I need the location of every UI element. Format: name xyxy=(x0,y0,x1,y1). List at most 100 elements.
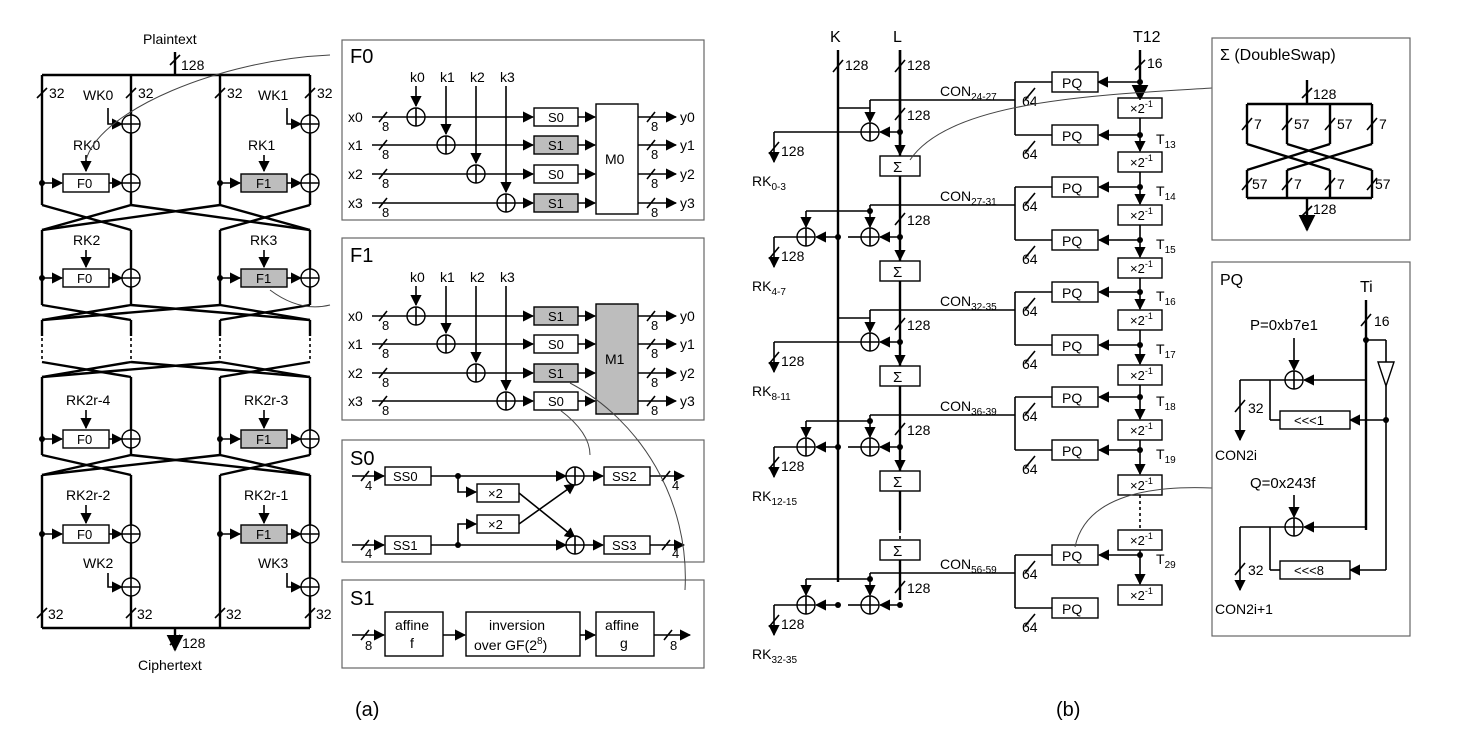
svg-text:8: 8 xyxy=(651,403,658,418)
svg-text:64: 64 xyxy=(1022,408,1038,424)
doubleswap-box xyxy=(879,470,921,492)
svg-text:128: 128 xyxy=(781,353,805,369)
doubleswap-panel: Σ (DoubleSwap) 128 7 57 57 7 57 7 7 57 1… xyxy=(1211,37,1411,241)
rk2r1-label: RK2r-1 xyxy=(244,487,289,503)
svg-text:128: 128 xyxy=(907,212,931,228)
svg-text:F0: F0 xyxy=(77,176,92,191)
svg-text:8: 8 xyxy=(382,403,389,418)
svg-text:k0: k0 xyxy=(410,269,425,285)
svg-text:Σ: Σ xyxy=(893,474,902,491)
con2i-label: CON2i xyxy=(1215,447,1257,463)
svg-text:F0: F0 xyxy=(77,432,92,447)
wk3-label: WK3 xyxy=(258,555,289,571)
svg-text:×2: ×2 xyxy=(488,486,503,501)
svg-text:Σ: Σ xyxy=(893,369,902,386)
svg-text:F1: F1 xyxy=(256,176,271,191)
svg-text:128: 128 xyxy=(781,143,805,159)
svg-text:×2-1: ×2-1 xyxy=(1130,366,1153,383)
con-label: CON36-39 xyxy=(940,398,997,418)
ciphertext-width: 128 xyxy=(182,635,206,651)
svg-text:57: 57 xyxy=(1252,176,1268,192)
svg-text:S0: S0 xyxy=(548,337,564,352)
t12-label: T12 xyxy=(1133,29,1161,46)
svg-text:x0: x0 xyxy=(348,109,363,125)
svg-text:16: 16 xyxy=(1147,55,1163,71)
svg-text:×2-1: ×2-1 xyxy=(1130,586,1153,603)
key-schedule-stages: 128CON24-27128RK0-3Σ128CON27-31128RK4-7Σ… xyxy=(752,50,1213,666)
svg-text:32: 32 xyxy=(48,606,64,622)
t-label: T18 xyxy=(1156,393,1176,413)
t-label: T17 xyxy=(1156,341,1176,361)
svg-text:y2: y2 xyxy=(680,166,695,182)
svg-text:x1: x1 xyxy=(348,137,363,153)
rot1-label: <<<1 xyxy=(1294,413,1324,428)
svg-text:8: 8 xyxy=(651,375,658,390)
f0-callout-curve xyxy=(85,54,331,161)
svg-text:k1: k1 xyxy=(440,269,455,285)
svg-text:128: 128 xyxy=(907,422,931,438)
m0-box xyxy=(595,103,639,215)
svg-text:x1: x1 xyxy=(348,336,363,352)
svg-text:Σ: Σ xyxy=(893,543,902,560)
svg-text:y3: y3 xyxy=(680,195,695,211)
s1-title: S1 xyxy=(350,588,374,610)
svg-text:8: 8 xyxy=(651,318,658,333)
svg-text:7: 7 xyxy=(1379,116,1387,132)
svg-text:x2: x2 xyxy=(348,365,363,381)
rk-output-label: RK4-7 xyxy=(752,278,786,298)
svg-text:128: 128 xyxy=(781,458,805,474)
pq-panel: PQ Ti 16 P=0xb7e1 32 CON2i <<<1 Q=0x243f… xyxy=(1211,261,1411,637)
p-constant: P=0xb7e1 xyxy=(1250,317,1318,334)
svg-text:64: 64 xyxy=(1022,356,1038,372)
svg-text:k1: k1 xyxy=(440,69,455,85)
svg-text:×2: ×2 xyxy=(488,517,503,532)
svg-text:8: 8 xyxy=(651,205,658,220)
svg-text:PQ: PQ xyxy=(1062,180,1082,196)
svg-text:8: 8 xyxy=(382,205,389,220)
svg-text:F0: F0 xyxy=(77,527,92,542)
k-input-label: K xyxy=(830,29,841,46)
svg-text:8: 8 xyxy=(651,176,658,191)
svg-text:128: 128 xyxy=(907,317,931,333)
svg-text:y3: y3 xyxy=(680,393,695,409)
svg-text:M1: M1 xyxy=(605,351,625,367)
svg-text:128: 128 xyxy=(907,57,931,73)
f1-title: F1 xyxy=(350,245,373,267)
rk2r4-label: RK2r-4 xyxy=(66,392,111,408)
svg-text:y1: y1 xyxy=(680,137,695,153)
svg-text:×2-1: ×2-1 xyxy=(1130,153,1153,170)
t-label: T19 xyxy=(1156,446,1176,466)
t-label: T15 xyxy=(1156,236,1176,256)
rk0-label: RK0 xyxy=(73,137,100,153)
t-label: T16 xyxy=(1156,288,1176,308)
con2i1-label: CON2i+1 xyxy=(1215,601,1273,617)
svg-text:32: 32 xyxy=(1248,562,1264,578)
svg-text:8: 8 xyxy=(382,147,389,162)
svg-text:128: 128 xyxy=(1313,201,1337,217)
svg-text:8: 8 xyxy=(382,318,389,333)
svg-text:k2: k2 xyxy=(470,69,485,85)
svg-text:y2: y2 xyxy=(680,365,695,381)
svg-text:32: 32 xyxy=(138,85,154,101)
panel-b-label: (b) xyxy=(1056,699,1080,721)
rk1-label: RK1 xyxy=(248,137,275,153)
svg-text:4: 4 xyxy=(672,478,679,493)
rk-output-label: RK8-11 xyxy=(752,383,791,403)
svg-text:57: 57 xyxy=(1375,176,1391,192)
svg-text:k3: k3 xyxy=(500,269,515,285)
svg-text:S0: S0 xyxy=(548,110,564,125)
svg-text:16: 16 xyxy=(1374,313,1390,329)
svg-text:128: 128 xyxy=(781,248,805,264)
svg-text:7: 7 xyxy=(1294,176,1302,192)
svg-text:Σ: Σ xyxy=(893,159,902,176)
svg-text:32: 32 xyxy=(1248,400,1264,416)
svg-text:S1: S1 xyxy=(548,138,564,153)
svg-text:×2-1: ×2-1 xyxy=(1130,99,1153,116)
svg-text:PQ: PQ xyxy=(1062,601,1082,617)
f0-panel: F0 k0 k1 k2 k3 x0 x1 x2 x3 8 8 8 8 S0 S1… xyxy=(341,39,705,221)
svg-text:inversion: inversion xyxy=(489,617,545,633)
svg-text:F0: F0 xyxy=(77,271,92,286)
m1-box xyxy=(595,303,639,415)
svg-text:128: 128 xyxy=(907,107,931,123)
